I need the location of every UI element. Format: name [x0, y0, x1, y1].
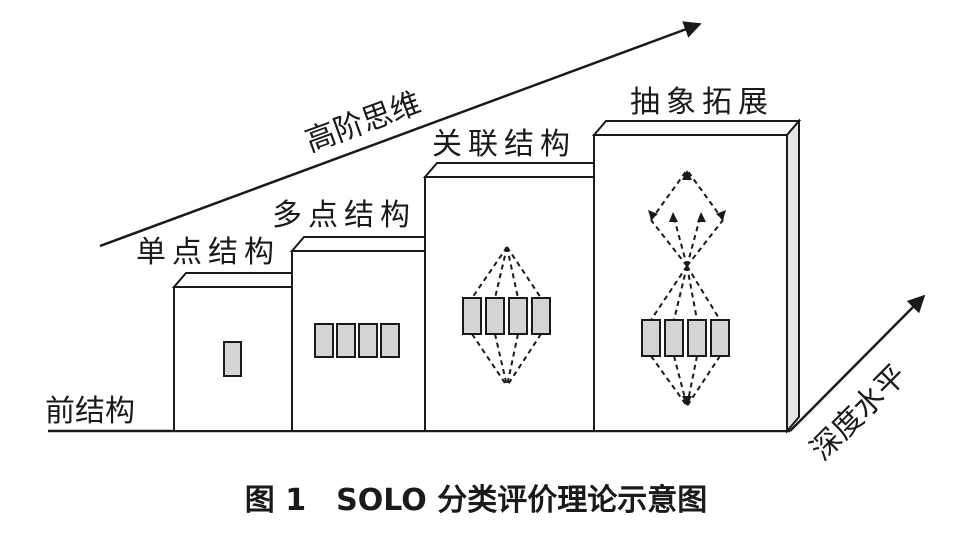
extended-abstract-connection-lines	[650, 169, 724, 407]
depth-axis-arrow	[789, 294, 926, 432]
level-label-multistructural: 多点结构	[272, 198, 416, 233]
relational-element	[508, 297, 528, 335]
relational-element	[485, 297, 505, 335]
extended-abstract-element	[641, 319, 661, 357]
extended-abstract-element	[710, 319, 730, 357]
extended-abstract-element	[687, 319, 707, 357]
level-label-relational: 关联结构	[432, 127, 576, 162]
level-box-multistructural	[289, 236, 440, 432]
relational-connection-lines	[471, 246, 542, 387]
relational-element	[462, 297, 482, 335]
level-label-unistructural: 单点结构	[136, 235, 280, 270]
multi-point-element	[380, 323, 400, 358]
level-label-extended-abstract: 抽象拓展	[630, 85, 774, 120]
relational-element	[531, 297, 551, 335]
higher-order-thinking-arrow	[99, 21, 702, 248]
figure-caption: 图 1 SOLO 分类评价理论示意图	[245, 483, 707, 518]
level-box-extended-abstract	[591, 118, 802, 434]
depth-axis-label: 深度水平	[804, 358, 914, 468]
multi-point-element	[336, 323, 356, 358]
level-box-relational	[422, 162, 609, 432]
extension-arrowheads	[648, 170, 726, 406]
extended-abstract-element	[664, 319, 684, 357]
level-label-prestructural: 前结构	[45, 394, 135, 429]
level-box-unistructural	[171, 272, 307, 432]
multi-point-element	[358, 323, 378, 358]
single-point-element	[223, 341, 242, 377]
multi-point-element	[314, 323, 334, 358]
